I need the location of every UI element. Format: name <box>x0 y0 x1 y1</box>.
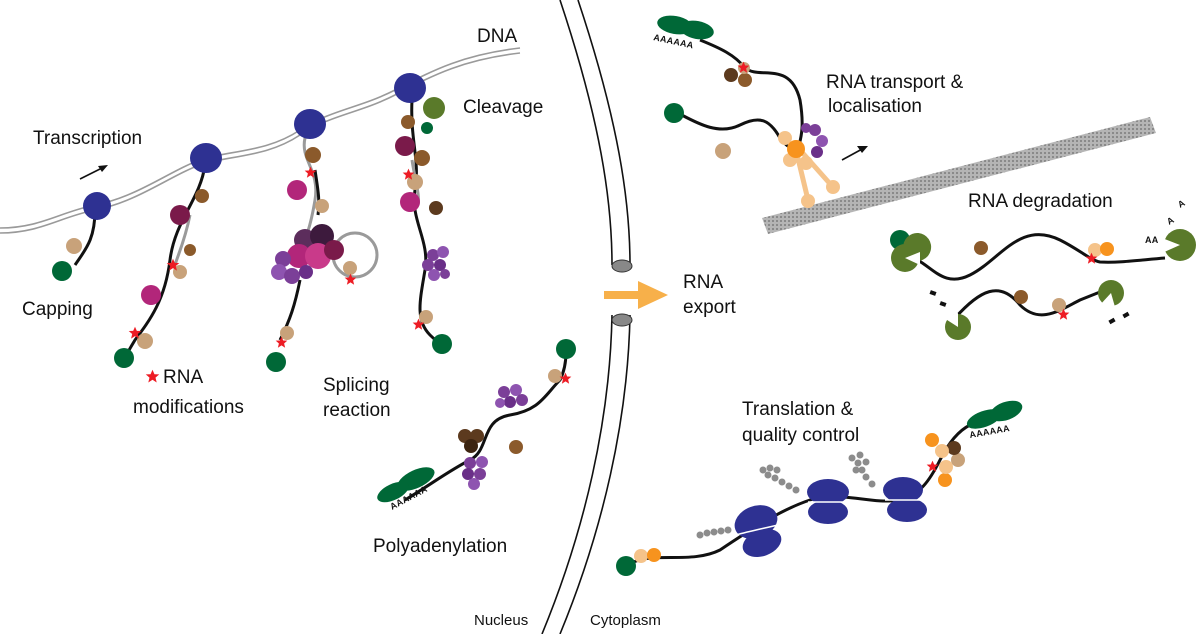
transcription-capping-stage <box>52 192 111 281</box>
cleavage-label: Cleavage <box>463 97 543 118</box>
rna-export-arrow <box>604 281 668 309</box>
arrow-head-icon <box>98 165 108 172</box>
polyadenylation-stage: AAAAAA <box>377 339 576 512</box>
translation-label-2: quality control <box>742 425 859 446</box>
splicing-label-1: Splicing <box>323 375 390 396</box>
microtubule-icon <box>762 117 1156 234</box>
cap-icon <box>556 339 576 359</box>
rna-modifications-stage <box>114 143 222 368</box>
rna-polymerase-icon <box>190 143 222 173</box>
rna-polymerase-icon <box>83 192 111 220</box>
transport-label-2: localisation <box>828 96 922 117</box>
arrow-head-icon <box>857 146 868 153</box>
transcription-label: Transcription <box>33 128 142 149</box>
protein-complex-icon <box>422 246 450 281</box>
nuclear-envelope <box>541 0 631 634</box>
ribosome-icon <box>883 477 927 522</box>
a-letter: A <box>1165 215 1176 227</box>
rna-export-label-1: RNA <box>683 272 723 293</box>
cap-icon <box>616 556 636 576</box>
rna-polymerase-icon <box>294 109 326 139</box>
polya-binding-protein-icon <box>377 481 409 503</box>
legend-star-icon <box>145 369 160 383</box>
rna-degradation-stage: AA A A <box>890 198 1196 340</box>
rna-polymerase-icon <box>394 73 426 103</box>
cleavage-stage <box>394 73 452 354</box>
cleavage-factor-icon <box>423 97 445 119</box>
export-arrow-icon <box>638 281 668 309</box>
degradation-label: RNA degradation <box>968 191 1113 212</box>
ribosome-icon <box>734 505 783 558</box>
rna-modifications-label-2: modifications <box>133 397 244 418</box>
rna-transport-stage: AAAAAA <box>653 15 1156 234</box>
polya-binding-protein-icon <box>680 20 714 40</box>
nucleus-label: Nucleus <box>474 612 528 629</box>
modification-star-icon <box>926 460 939 472</box>
ribosome-icon <box>807 479 849 524</box>
polya-binding-protein-icon <box>989 400 1023 422</box>
cytoplasm-label: Cytoplasm <box>590 612 661 629</box>
cap-icon <box>664 103 684 123</box>
spliceosome-icon <box>271 224 344 284</box>
splicing-label-2: reaction <box>323 400 391 421</box>
a-letter: A <box>1176 198 1187 210</box>
nascent-peptide-icon <box>696 451 876 539</box>
translation-label-1: Translation & <box>742 399 854 420</box>
aa-tail: AA <box>1145 235 1159 245</box>
cap-icon <box>432 334 452 354</box>
cap-icon <box>266 352 286 372</box>
transport-label-1: RNA transport & <box>826 72 964 93</box>
splicing-stage <box>266 109 379 372</box>
rna-export-label-2: export <box>683 297 737 318</box>
dna-label: DNA <box>477 26 517 47</box>
cap-icon <box>52 261 72 281</box>
transport-complex-icon <box>778 123 828 170</box>
capping-label: Capping <box>22 299 93 320</box>
rna-modifications-label-1: RNA <box>163 367 203 388</box>
polyadenylation-label: Polyadenylation <box>373 536 507 557</box>
cap-icon <box>114 348 134 368</box>
translation-stage: AAAAAA <box>616 400 1023 576</box>
nuclear-pore <box>611 259 633 327</box>
protein-complex-icon <box>462 384 528 490</box>
